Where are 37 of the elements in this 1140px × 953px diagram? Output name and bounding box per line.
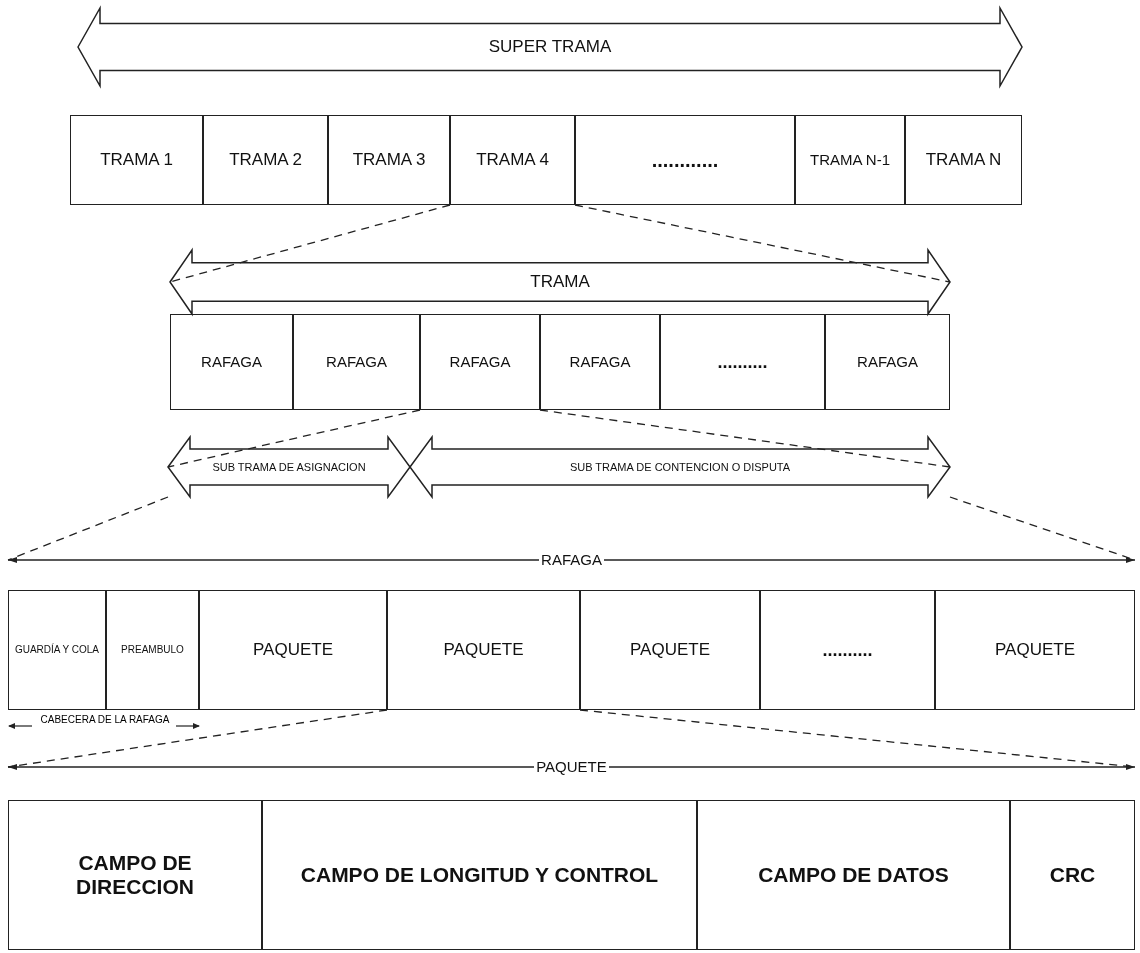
zoom-connector-line	[7, 496, 169, 561]
span-indicator: RAFAGA	[8, 546, 1135, 574]
frame-field-box: ............	[575, 115, 795, 205]
frame-field-box: CRC	[1010, 800, 1135, 950]
frame-field-box: RAFAGA	[420, 314, 540, 410]
double-arrow-band: SUB TRAMA DE ASIGNACION	[168, 437, 410, 497]
frame-field-box: PAQUETE	[387, 590, 580, 710]
frame-field-box: PAQUETE	[580, 590, 760, 710]
zoom-connector-line	[167, 409, 421, 468]
frame-field-box: TRAMA N-1	[795, 115, 905, 205]
frame-field-box: RAFAGA	[825, 314, 950, 410]
frame-field-box: PAQUETE	[199, 590, 387, 710]
dimension-label: CABECERA DE LA RAFAGA	[40, 714, 170, 725]
frame-field-box: PAQUETE	[935, 590, 1135, 710]
frame-field-box: ..........	[760, 590, 935, 710]
frame-field-box: RAFAGA	[170, 314, 293, 410]
zoom-connector-line	[7, 709, 388, 768]
frame-field-box: RAFAGA	[293, 314, 420, 410]
frame-field-box: CAMPO DE DATOS	[697, 800, 1010, 950]
double-arrow-band: SUPER TRAMA	[78, 8, 1022, 86]
frame-field-box: TRAMA N	[905, 115, 1022, 205]
frame-field-box: PREAMBULO	[106, 590, 199, 710]
double-arrow-band: SUB TRAMA DE CONTENCION O DISPUTA	[410, 437, 950, 497]
zoom-connector-line	[169, 204, 451, 283]
frame-field-box: ..........	[660, 314, 825, 410]
zoom-connector-line	[574, 204, 951, 283]
frame-field-box: TRAMA 4	[450, 115, 575, 205]
double-arrow-band: TRAMA	[170, 250, 950, 314]
frame-field-box: TRAMA 2	[203, 115, 328, 205]
frame-field-box: CAMPO DE DIRECCION	[8, 800, 262, 950]
frame-field-box: RAFAGA	[540, 314, 660, 410]
frame-field-box: TRAMA 1	[70, 115, 203, 205]
span-indicator: PAQUETE	[8, 753, 1135, 781]
frame-field-box: CAMPO DE LONGITUD Y CONTROL	[262, 800, 697, 950]
zoom-connector-line	[539, 409, 951, 468]
frame-field-box: GUARDÍA Y COLA	[8, 590, 106, 710]
frame-field-box: TRAMA 3	[328, 115, 450, 205]
